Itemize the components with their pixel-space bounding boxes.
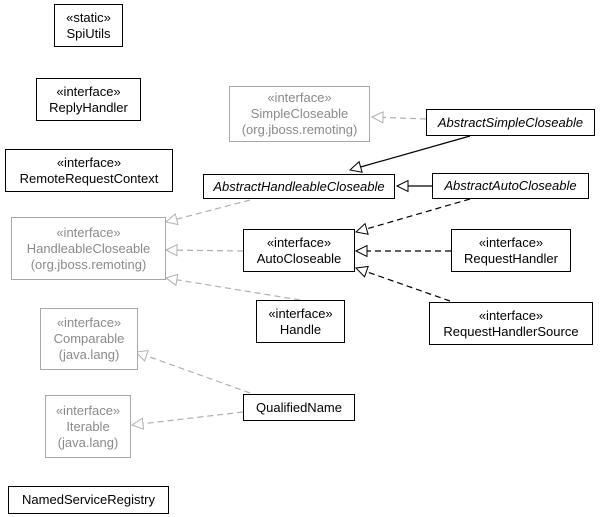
class-name: RequestHandlerSource	[443, 323, 579, 339]
edge-handle-to-handleablecloseable	[164, 273, 301, 301]
package-label: (org.jboss.remoting)	[30, 256, 147, 272]
edge-qualifiedname-to-comparable	[134, 349, 251, 394]
class-name: RemoteRequestContext	[19, 170, 159, 186]
class-box-handle[interactable]: «interface»Handle	[256, 300, 345, 343]
class-box-remoterequestcontext[interactable]: «interface»RemoteRequestContext	[5, 149, 173, 192]
stereotype-label: «static»	[66, 9, 111, 25]
class-name: ReplyHandler	[49, 99, 128, 115]
class-box-handleablecloseable[interactable]: «interface»HandleableCloseable(org.jboss…	[11, 217, 166, 280]
class-name: AbstractHandleableCloseable	[213, 178, 385, 194]
hollow-triangle-arrowhead	[134, 349, 149, 362]
class-name: AbstractAutoCloseable	[444, 178, 577, 193]
package-label: (java.lang)	[58, 347, 120, 362]
hollow-triangle-arrowhead	[395, 179, 409, 193]
edge-line	[382, 116, 427, 120]
class-box-namedserviceregistry[interactable]: NamedServiceRegistry	[8, 486, 169, 514]
edge-qualifiedname-to-iterable	[130, 411, 244, 430]
edge-abstractsimplecloseable-to-abstracthandleablecloseable	[348, 135, 471, 173]
class-name: SimpleCloseable	[250, 106, 349, 121]
hollow-triangle-arrowhead	[164, 243, 178, 257]
class-box-qualifiedname[interactable]: QualifiedName	[243, 394, 355, 421]
class-box-abstracthandleablecloseable[interactable]: AbstractHandleableCloseable	[203, 174, 395, 199]
edge-line	[366, 271, 451, 302]
edge-line	[176, 249, 244, 252]
stereotype-label: «interface»	[56, 154, 122, 170]
edge-line	[146, 355, 251, 394]
stereotype-label: «interface»	[267, 90, 332, 105]
edge-line	[360, 135, 471, 168]
class-name: QualifiedName	[256, 399, 342, 415]
edge-abstractsimplecloseable-to-simplecloseable	[370, 111, 427, 124]
class-box-abstractautocloseable[interactable]: AbstractAutoCloseable	[432, 173, 589, 199]
class-name: RequestHandler	[464, 250, 558, 266]
edge-requesthandler-to-autocloseable	[354, 244, 451, 258]
class-name: Handle	[279, 321, 322, 337]
edge-requesthandlersource-to-autocloseable	[354, 265, 451, 302]
hollow-triangle-arrowhead	[370, 111, 384, 124]
stereotype-label: «interface»	[56, 315, 122, 330]
stereotype-label: «interface»	[56, 83, 121, 99]
edge-line	[366, 198, 471, 230]
edge-autocloseable-to-handleablecloseable	[164, 243, 244, 257]
class-box-requesthandlersource[interactable]: «interface»RequestHandlerSource	[429, 302, 593, 345]
edge-line	[142, 411, 244, 425]
stereotype-label: «interface»	[56, 224, 121, 240]
hollow-triangle-arrowhead	[130, 417, 145, 430]
class-box-simplecloseable[interactable]: «interface»SimpleCloseable(org.jboss.rem…	[229, 86, 370, 142]
class-name: AbstractSimpleCloseable	[437, 114, 584, 130]
stereotype-label: «interface»	[268, 305, 333, 321]
class-box-replyhandler[interactable]: «interface»ReplyHandler	[36, 78, 141, 121]
class-box-requesthandler[interactable]: «interface»RequestHandler	[451, 229, 571, 272]
edge-abstractautocloseable-to-abstracthandleablecloseable	[395, 179, 432, 193]
package-label: (java.lang)	[57, 434, 119, 450]
hollow-triangle-arrowhead	[354, 244, 368, 258]
class-box-comparable[interactable]: «interface»Comparable(java.lang)	[40, 308, 138, 370]
edge-line	[176, 199, 251, 220]
stereotype-label: «interface»	[55, 402, 121, 418]
class-name: AutoCloseable	[256, 250, 342, 266]
edge-abstracthandleablecloseable-to-handleablecloseable	[164, 199, 251, 226]
package-label: (org.jboss.remoting)	[241, 122, 358, 137]
hollow-triangle-arrowhead	[354, 265, 369, 278]
class-box-autocloseable[interactable]: «interface»AutoCloseable	[243, 229, 355, 272]
class-name: Comparable	[53, 331, 125, 346]
class-name: NamedServiceRegistry	[22, 492, 155, 507]
edge-line	[176, 279, 301, 301]
class-box-spiutils[interactable]: «static»SpiUtils	[54, 4, 123, 47]
hollow-triangle-arrowhead	[348, 160, 363, 173]
class-box-iterable[interactable]: «interface»Iterable(java.lang)	[45, 395, 131, 458]
hollow-triangle-arrowhead	[354, 222, 369, 235]
class-name: HandleableCloseable	[26, 240, 151, 256]
edge-abstractautocloseable-to-autocloseable	[354, 198, 471, 235]
stereotype-label: «interface»	[266, 234, 332, 250]
class-name: SpiUtils	[66, 25, 111, 41]
stereotype-label: «interface»	[478, 234, 544, 250]
class-box-abstractsimplecloseable[interactable]: AbstractSimpleCloseable	[426, 109, 595, 136]
stereotype-label: «interface»	[478, 307, 544, 323]
hollow-triangle-arrowhead	[164, 273, 179, 287]
hollow-triangle-arrowhead	[164, 212, 179, 226]
class-name: Iterable	[66, 418, 110, 434]
